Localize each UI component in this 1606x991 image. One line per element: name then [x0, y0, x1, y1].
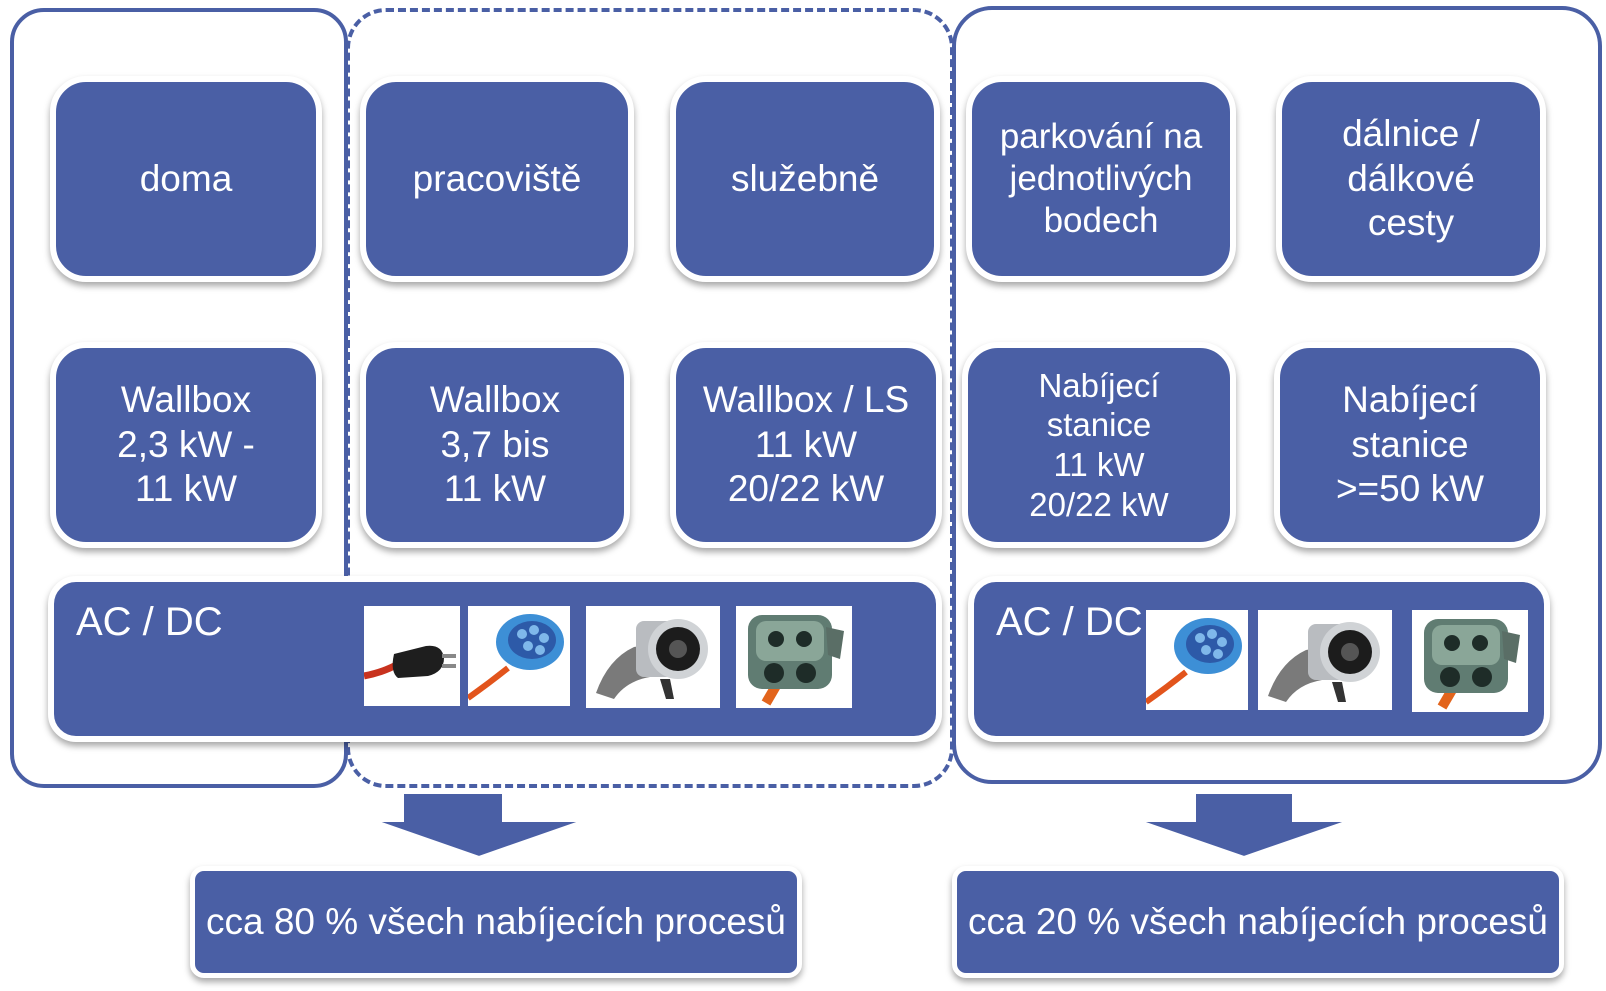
charger-home-box: Wallbox 2,3 kW - 11 kW	[50, 342, 322, 548]
chademo-plug-icon	[586, 606, 720, 708]
arrow-down-icon	[369, 790, 589, 861]
charger-highway-label: Nabíjecí stanice >=50 kW	[1335, 379, 1485, 510]
current-type-label-left: AC / DC	[76, 600, 223, 644]
chademo-plug-icon	[1258, 610, 1392, 710]
location-parking-label: parkování na jednotlivých bodech	[999, 117, 1203, 240]
charger-highway-box: Nabíjecí stanice >=50 kW	[1274, 342, 1546, 548]
charger-parking-box: Nabíjecí stanice 11 kW 20/22 kW	[962, 342, 1236, 548]
location-highway-box: dálnice / dálkové cesty	[1276, 76, 1546, 282]
result-left-box: cca 80 % všech nabíjecích procesů	[190, 866, 802, 978]
result-left-label: cca 80 % všech nabíjecích procesů	[206, 901, 786, 942]
location-parking-box: parkování na jednotlivých bodech	[966, 76, 1236, 282]
current-type-label-right: AC / DC	[996, 600, 1143, 644]
location-home-label: doma	[139, 157, 233, 199]
location-home-box: doma	[50, 76, 322, 282]
ccs-plug-icon	[1412, 610, 1528, 712]
charger-workplace-label: Wallbox 3,7 bis 11 kW	[429, 379, 561, 510]
location-business-box: služebně	[670, 76, 940, 282]
location-business-label: služebně	[730, 157, 880, 199]
charger-business-box: Wallbox / LS 11 kW 20/22 kW	[670, 342, 942, 548]
public-group-frame	[952, 6, 1602, 784]
result-right-label: cca 20 % všech nabíjecích procesů	[968, 901, 1548, 942]
charger-home-label: Wallbox 2,3 kW - 11 kW	[117, 379, 255, 510]
charger-business-label: Wallbox / LS 11 kW 20/22 kW	[702, 379, 910, 510]
charger-workplace-box: Wallbox 3,7 bis 11 kW	[360, 342, 630, 548]
type2-plug-icon	[1146, 610, 1248, 710]
location-workplace-label: pracoviště	[412, 157, 582, 199]
schuko-plug-icon	[364, 606, 460, 706]
result-right-box: cca 20 % všech nabíjecích procesů	[952, 866, 1564, 978]
ccs-plug-icon	[736, 606, 852, 708]
arrow-down-icon	[1133, 790, 1355, 861]
type2-plug-icon	[468, 606, 570, 706]
location-workplace-box: pracoviště	[360, 76, 634, 282]
location-highway-label: dálnice / dálkové cesty	[1342, 113, 1480, 244]
charger-parking-label: Nabíjecí stanice 11 kW 20/22 kW	[1029, 366, 1169, 523]
